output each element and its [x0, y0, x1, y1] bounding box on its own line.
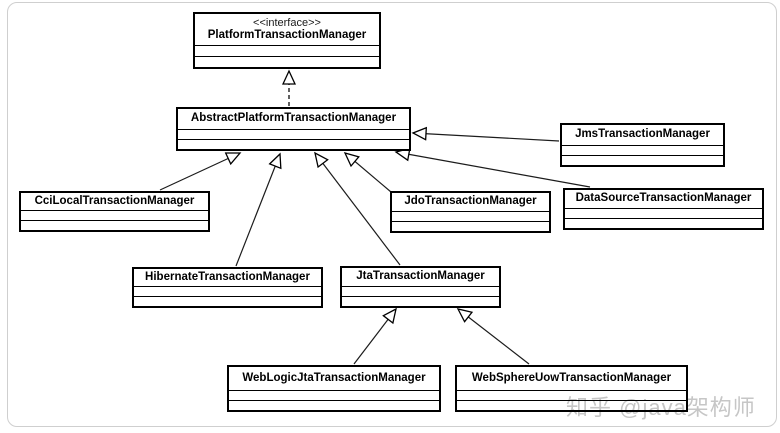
generalization-jdo-to-abstract [345, 153, 392, 193]
class-box-platformtransactionmanager: <<interface>> PlatformTransactionManager [193, 12, 381, 69]
class-box-ccilocaltransactionmanager: CciLocalTransactionManager [19, 191, 210, 232]
attributes-compartment [392, 211, 549, 221]
class-name-label: DataSourceTransactionManager [575, 192, 752, 205]
class-name-label: AbstractPlatformTransactionManager [190, 112, 397, 125]
generalization-websphere-to-jta [458, 309, 530, 365]
attributes-compartment [195, 45, 379, 56]
generalization-weblogic-to-jta [353, 309, 396, 365]
class-title-compartment: JtaTransactionManager [342, 268, 499, 286]
attributes-compartment [457, 390, 686, 400]
class-title-compartment: <<interface>> PlatformTransactionManager [195, 14, 379, 45]
methods-compartment [21, 220, 208, 230]
class-name-label: PlatformTransactionManager [207, 28, 367, 41]
generalization-jms-to-abstract [413, 133, 560, 142]
class-name-label: JdoTransactionManager [404, 195, 537, 208]
attributes-compartment [229, 390, 439, 400]
methods-compartment [134, 296, 321, 306]
class-box-jdotransactionmanager: JdoTransactionManager [390, 191, 551, 233]
class-name-label: CciLocalTransactionManager [34, 194, 195, 207]
class-title-compartment: JdoTransactionManager [392, 193, 549, 211]
class-box-jmstransactionmanager: JmsTransactionManager [560, 123, 725, 167]
attributes-compartment [134, 286, 321, 296]
class-box-abstractplatformtransactionmanager: AbstractPlatformTransactionManager [176, 107, 411, 151]
methods-compartment [229, 400, 439, 410]
methods-compartment [565, 218, 762, 228]
class-box-datasourcetransactionmanager: DataSourceTransactionManager [563, 188, 764, 230]
generalization-hibernate-to-abstract [235, 154, 280, 267]
methods-compartment [392, 221, 549, 231]
stereotype-label: <<interface>> [253, 16, 321, 29]
class-title-compartment: WebLogicJtaTransactionManager [229, 367, 439, 390]
class-title-compartment: AbstractPlatformTransactionManager [178, 109, 409, 129]
attributes-compartment [562, 145, 723, 155]
methods-compartment [195, 56, 379, 67]
attributes-compartment [565, 208, 762, 218]
class-name-label: JmsTransactionManager [575, 128, 710, 141]
class-box-websphereuowtransactionmanager: WebSphereUowTransactionManager [455, 365, 688, 412]
class-title-compartment: WebSphereUowTransactionManager [457, 367, 686, 390]
class-title-compartment: JmsTransactionManager [562, 125, 723, 145]
attributes-compartment [21, 210, 208, 220]
class-box-jtatransactionmanager: JtaTransactionManager [340, 266, 501, 308]
class-name-label: JtaTransactionManager [356, 270, 485, 283]
methods-compartment [342, 296, 499, 306]
generalization-cci-to-abstract [159, 153, 240, 191]
class-title-compartment: DataSourceTransactionManager [565, 190, 762, 208]
class-name-label: HibernateTransactionManager [145, 270, 310, 283]
class-box-hibernatetransactionmanager: HibernateTransactionManager [132, 267, 323, 308]
class-title-compartment: HibernateTransactionManager [134, 269, 321, 286]
methods-compartment [457, 400, 686, 410]
generalization-jta-to-abstract [315, 153, 401, 266]
class-name-label: WebSphereUowTransactionManager [471, 371, 672, 384]
methods-compartment [562, 155, 723, 165]
attributes-compartment [178, 129, 409, 139]
attributes-compartment [342, 286, 499, 296]
class-title-compartment: CciLocalTransactionManager [21, 193, 208, 210]
methods-compartment [178, 139, 409, 149]
class-name-label: WebLogicJtaTransactionManager [242, 371, 426, 384]
generalization-datasource-to-abstract [396, 152, 591, 188]
class-box-weblogicjtatransactionmanager: WebLogicJtaTransactionManager [227, 365, 441, 412]
zhihu-watermark: 知乎 @java架构师 [566, 395, 756, 420]
